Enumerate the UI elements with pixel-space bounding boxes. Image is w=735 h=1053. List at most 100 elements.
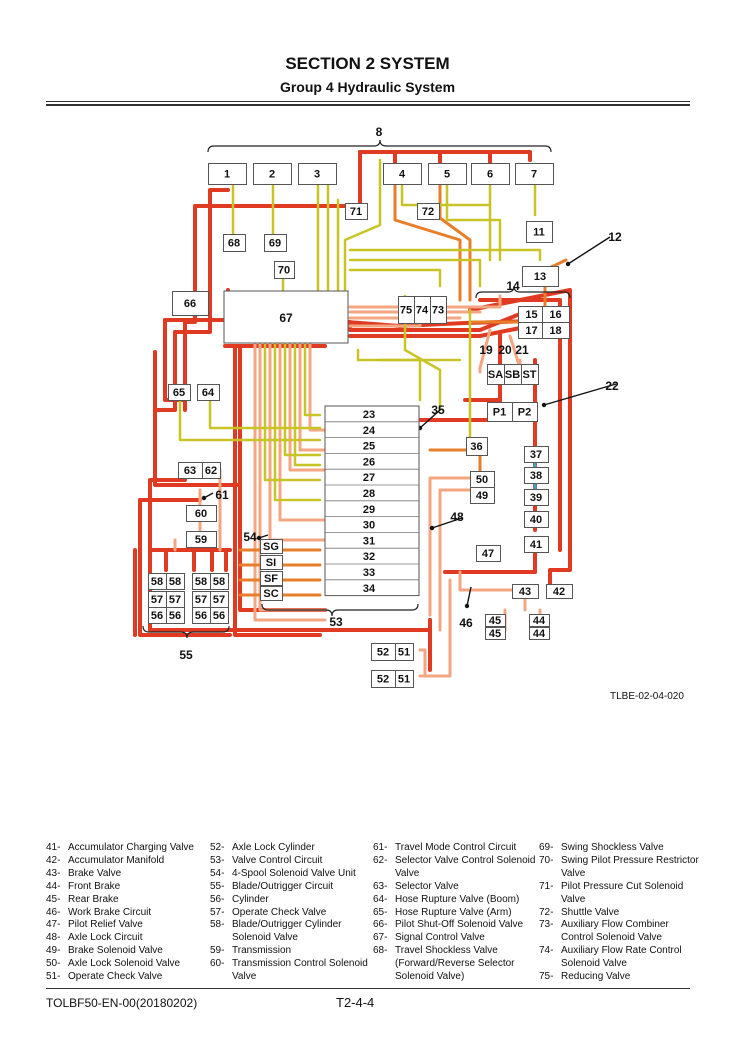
legend-item: 50-Axle Lock Solenoid Valve — [46, 958, 211, 971]
component-label-44a: 44 — [533, 615, 546, 627]
component-label-65: 65 — [173, 387, 185, 399]
document-code: TOLBF50-EN-00(20180202) — [46, 996, 198, 1010]
callout-53: 53 — [329, 615, 343, 629]
component-box-65: 65 — [168, 384, 191, 401]
component-label-17: 17 — [525, 325, 537, 337]
legend-number: 70- — [539, 854, 554, 866]
legend-item: 52- Axle Lock Cylinder — [210, 842, 370, 855]
legend-text: Front Brake — [68, 880, 121, 892]
legend-item: 61-Travel Mode Control Circuit — [373, 842, 538, 855]
component-box-62: 62 — [202, 462, 221, 479]
callout-8: 8 — [376, 125, 383, 139]
legend-number: 62- — [373, 854, 388, 866]
legend-number: 54- — [210, 867, 225, 879]
component-label-57a: 57 — [151, 594, 163, 606]
legend-item: 44-Front Brake — [46, 881, 211, 894]
legend-text: Pilot Shut-Off Solenoid Valve — [395, 919, 524, 931]
header-rule-bottom — [46, 104, 690, 106]
legend-item: 69-Swing Shockless Valve — [539, 842, 699, 855]
legend-number: 55- — [210, 880, 225, 892]
valve-section-24: 24 — [363, 425, 376, 437]
legend-item: 63-Selector Valve — [373, 881, 538, 894]
legend-item: 43-Brake Valve — [46, 868, 211, 881]
legend-number: 59- — [210, 945, 225, 957]
component-label-63: 63 — [184, 465, 196, 477]
legend-number: 63- — [373, 880, 388, 892]
component-box-5: 5 — [428, 163, 467, 185]
legend-number: 53- — [210, 854, 225, 866]
component-label-45a: 45 — [489, 615, 501, 627]
component-label-44b: 44 — [533, 628, 546, 640]
component-label-42: 42 — [553, 586, 565, 598]
component-label-73: 73 — [432, 305, 444, 317]
legend-text: Selector Valve Control Solenoid Valve — [395, 854, 536, 879]
component-box-45a: 45 — [485, 614, 506, 627]
component-box-42: 42 — [546, 584, 573, 599]
legend-text: 4-Spool Solenoid Valve Unit — [232, 867, 356, 879]
legend-text: Work Brake Circuit — [68, 906, 152, 918]
legend-text: Hose Rupture Valve (Arm) — [395, 906, 512, 918]
component-box-73: 73 — [430, 296, 447, 324]
legend-number: 66- — [373, 919, 388, 931]
component-label-75: 75 — [400, 305, 412, 317]
component-box-71: 71 — [345, 203, 368, 220]
component-label-4: 4 — [399, 169, 406, 181]
component-label-70: 70 — [278, 265, 290, 277]
legend-number: 50- — [46, 958, 61, 970]
component-label-5: 5 — [444, 169, 450, 181]
legend-item: 62- Selector Valve Control Solenoid Valve — [373, 855, 538, 881]
component-label-P1: P1 — [493, 407, 506, 419]
component-box-SB: SB — [504, 364, 522, 385]
legend-number: 47- — [46, 919, 61, 931]
legend-number: 45- — [46, 893, 61, 905]
callout-20: 20 — [498, 343, 512, 357]
component-box-45b: 45 — [485, 627, 506, 640]
component-label-38: 38 — [530, 470, 542, 482]
component-label-1: 1 — [224, 169, 230, 181]
legend-item: 49-Brake Solenoid Valve — [46, 945, 211, 958]
valve-section-33: 33 — [363, 567, 375, 579]
legend-number: 42- — [46, 854, 61, 866]
legend-text: Travel Shockless Valve (Forward/Reverse … — [395, 945, 515, 983]
legend-text: Axle Lock Cylinder — [232, 842, 315, 853]
component-box-51a: 51 — [395, 643, 414, 661]
legend-item: 51-Operate Check Valve — [46, 971, 211, 984]
legend-text: Axle Lock Circuit — [68, 932, 143, 944]
legend-number: 56- — [210, 893, 225, 905]
callout-19: 19 — [479, 343, 493, 357]
legend-number: 52- — [210, 842, 225, 853]
component-box-74: 74 — [414, 296, 431, 324]
component-box-44b: 44 — [529, 627, 550, 640]
component-label-51a: 51 — [398, 647, 410, 659]
legend-item: 75-Reducing Valve — [539, 971, 699, 984]
legend-number: 49- — [46, 945, 61, 957]
component-box-58a: 58 — [148, 573, 167, 590]
component-label-72: 72 — [422, 206, 434, 218]
legend-text: Reducing Valve — [561, 971, 631, 983]
group-title: Group 4 Hydraulic System — [279, 79, 456, 95]
component-label-11: 11 — [533, 227, 545, 239]
component-label-39: 39 — [530, 492, 542, 504]
component-label-ST: ST — [522, 369, 536, 381]
valve-section-29: 29 — [363, 504, 375, 516]
component-label-56b: 56 — [169, 610, 181, 622]
component-box-68: 68 — [223, 234, 246, 252]
component-box-59: 59 — [186, 531, 217, 548]
component-label-62: 62 — [205, 465, 217, 477]
legend-text: Blade/Outrigger Circuit — [232, 880, 334, 892]
legend-item: 72-Shuttle Valve — [539, 907, 699, 920]
legend-text: Travel Mode Control Circuit — [395, 842, 517, 853]
component-label-15: 15 — [525, 309, 537, 321]
page-number: T2-4-4 — [336, 995, 375, 1010]
component-label-49: 49 — [476, 490, 488, 502]
component-box-16: 16 — [542, 306, 570, 323]
legend-text: Operate Check Valve — [232, 906, 327, 918]
legend-text: Rear Brake — [68, 893, 119, 905]
legend-text: Cylinder — [232, 893, 269, 905]
component-box-49: 49 — [470, 487, 495, 504]
component-label-36: 36 — [470, 441, 482, 453]
legend-number: 60- — [210, 958, 225, 970]
legend-item: 60-Transmission Control Solenoid Valve — [210, 958, 370, 984]
component-box-66: 66 — [172, 291, 209, 316]
